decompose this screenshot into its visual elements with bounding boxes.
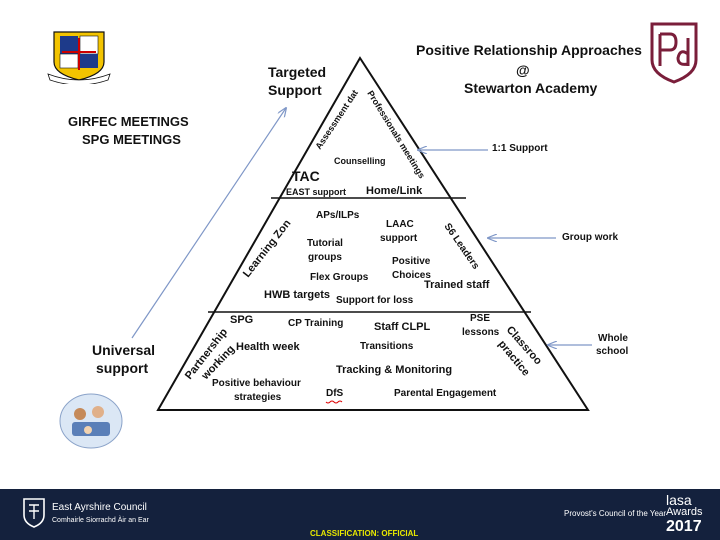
award-caption: Provost's Council of the Year [564, 509, 667, 518]
award-word: Awards [666, 506, 703, 518]
hwb-targets-label: HWB targets [264, 289, 331, 301]
professionals-meetings-label: Professionals meetings [365, 89, 427, 180]
page-title-line1: Positive Relationship Approaches [416, 42, 642, 58]
pyramid-outline [156, 56, 590, 411]
positive-choices-line1: Positive [392, 256, 431, 267]
tutorial-groups-line2: groups [308, 252, 342, 263]
parental-engagement-label: Parental Engagement [394, 388, 497, 399]
cp-training-label: CP Training [288, 318, 344, 329]
transitions-label: Transitions [360, 341, 414, 352]
spg-meetings-label: SPG MEETINGS [82, 132, 181, 147]
council-logo-icon [23, 498, 45, 528]
universal-to-targeted-arrow [131, 108, 286, 339]
school-crest-icon [47, 31, 111, 84]
laac-label-line1: LAAC [386, 219, 414, 230]
pea-logo-icon [650, 22, 698, 84]
positive-behaviour-line2: strategies [234, 392, 282, 403]
council-name-gaelic: Comhairle Siorrachd Àir an Ear [52, 517, 149, 524]
girfec-meetings-label: GIRFEC MEETINGS [68, 114, 189, 129]
staff-clpl-label: Staff CLPL [374, 321, 431, 333]
laac-label-line2: support [380, 233, 418, 244]
group-work-label: Group work [562, 232, 619, 243]
pse-lessons-line1: PSE [470, 313, 491, 324]
footer-bar: East Ayrshire Council Comhairle Siorrach… [0, 489, 720, 540]
aps-ilps-label: APs/ILPs [316, 210, 360, 221]
one-to-one-support-label: 1:1 Support [492, 143, 548, 154]
flex-groups-label: Flex Groups [310, 272, 369, 283]
health-week-label: Health week [236, 341, 300, 353]
whole-school-line1: Whole [598, 333, 628, 344]
dfs-underline [325, 400, 343, 404]
trained-staff-label: Trained staff [424, 279, 490, 291]
support-for-loss-label: Support for loss [336, 295, 414, 306]
page-title-line3: Stewarton Academy [464, 80, 598, 96]
universal-support-line2: support [96, 360, 149, 376]
classroom-photo-icon [59, 393, 123, 449]
tac-label: TAC [292, 168, 320, 184]
page-title-line2: @ [516, 62, 530, 78]
universal-support-line1: Universal [92, 342, 156, 358]
tracking-monitoring-label: Tracking & Monitoring [336, 364, 453, 376]
s6-leaders-label: S6 Leaders [442, 221, 482, 271]
east-support-label: EAST support [286, 187, 346, 197]
council-name: East Ayrshire Council [52, 502, 147, 513]
whole-school-line2: school [596, 346, 629, 357]
pse-lessons-line2: lessons [462, 327, 500, 338]
tutorial-groups-line1: Tutorial [307, 238, 343, 249]
positive-choices-line2: Choices [392, 270, 431, 281]
dfs-label: DfS [326, 388, 344, 399]
home-link-label: Home/Link [366, 185, 423, 197]
positive-behaviour-line1: Positive behaviour [212, 378, 301, 389]
classification-label: CLASSIFICATION: OFFICIAL [310, 529, 419, 538]
award-logo: lasa [666, 492, 692, 508]
spg-label: SPG [230, 314, 254, 326]
targeted-support-line2: Support [268, 82, 322, 98]
targeted-support-line1: Targeted [268, 64, 327, 80]
award-year: 2017 [666, 518, 702, 535]
counselling-label: Counselling [334, 156, 386, 166]
